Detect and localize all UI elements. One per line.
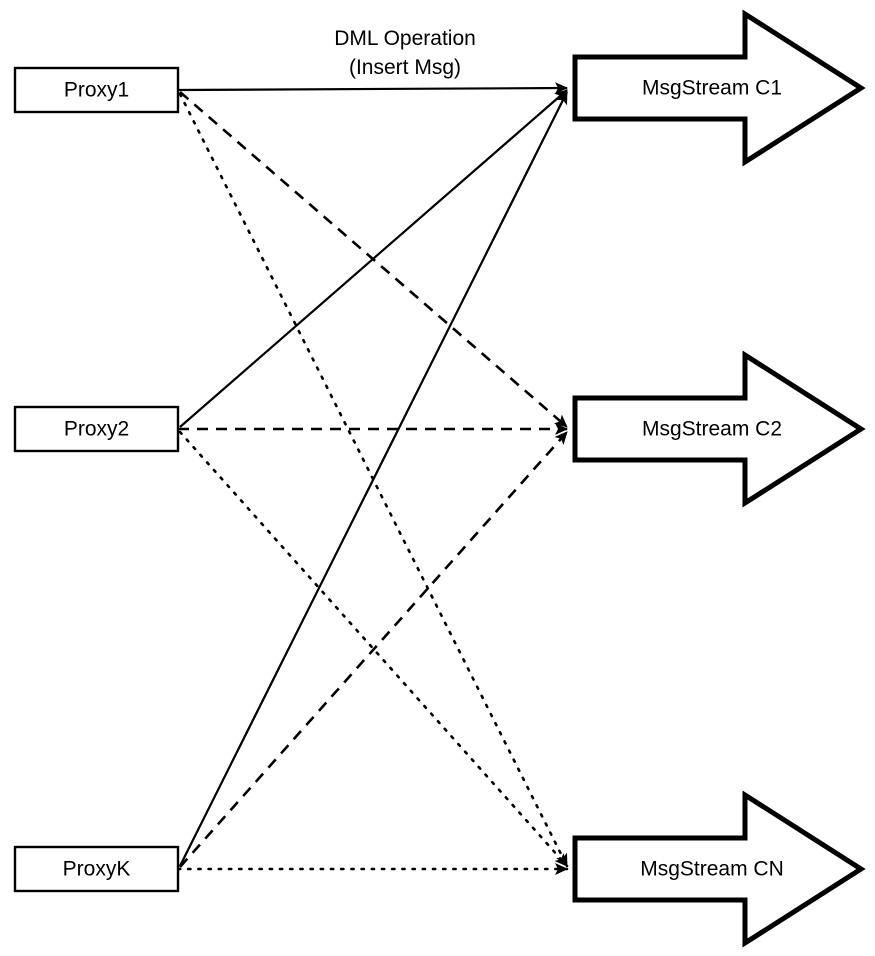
proxy-node-proxyk[interactable]: ProxyK bbox=[13, 845, 180, 893]
msgstream-c1-label: MsgStream C1 bbox=[642, 77, 782, 100]
link-proxy1-to-stream-c1 bbox=[177, 82, 568, 95]
proxy-node-group: Proxy1 Proxy2 ProxyK bbox=[13, 66, 180, 893]
msgstream-node-cn[interactable]: MsgStream CN bbox=[572, 790, 866, 948]
proxyk-box[interactable] bbox=[13, 845, 180, 893]
msgstream-c1-arrow-shape[interactable] bbox=[572, 9, 866, 167]
link-proxyk-to-stream-c1 bbox=[179, 91, 568, 867]
msgstream-cn-label: MsgStream CN bbox=[640, 858, 784, 881]
link-group bbox=[176, 82, 569, 875]
proxy-node-proxy2[interactable]: Proxy2 bbox=[13, 405, 180, 453]
msgstream-cn-arrow-shape[interactable] bbox=[572, 790, 866, 948]
proxy2-label: Proxy2 bbox=[64, 418, 129, 441]
proxyk-label: ProxyK bbox=[63, 858, 131, 881]
msgstream-group: MsgStream C1 MsgStream C2 MsgStream CN bbox=[572, 9, 866, 948]
proxy1-label: Proxy1 bbox=[64, 79, 129, 102]
msgstream-c2-arrow-shape[interactable] bbox=[572, 350, 866, 508]
dml-operation-label: DML Operation (Insert Msg) bbox=[334, 27, 476, 79]
proxy-node-proxy1[interactable]: Proxy1 bbox=[13, 66, 180, 114]
proxy2-box[interactable] bbox=[13, 405, 180, 453]
msgstream-node-c1[interactable]: MsgStream C1 bbox=[572, 9, 866, 167]
proxy1-box[interactable] bbox=[13, 66, 180, 114]
link-proxyk-to-stream-c2 bbox=[179, 431, 568, 868]
dml-operation-label-line2: (Insert Msg) bbox=[349, 56, 461, 79]
msgstream-node-c2[interactable]: MsgStream C2 bbox=[572, 350, 866, 508]
link-proxy2-to-stream-c1 bbox=[179, 89, 568, 428]
dml-operation-label-line1: DML Operation bbox=[334, 27, 476, 50]
msgstream-c2-label: MsgStream C2 bbox=[642, 418, 782, 441]
